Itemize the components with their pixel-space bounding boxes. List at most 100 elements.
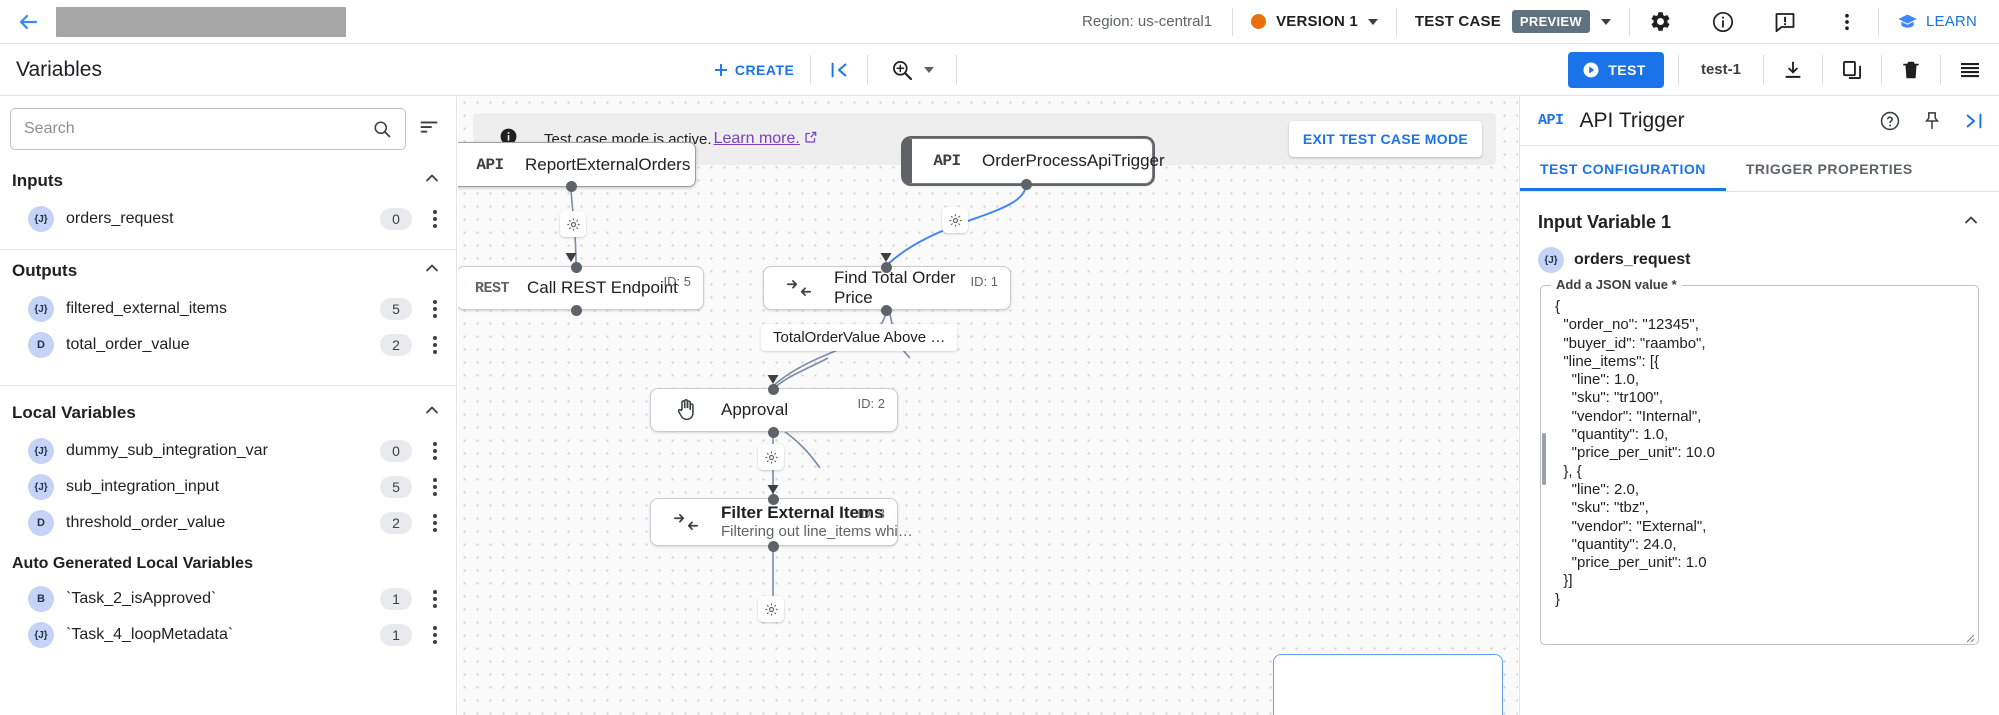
exit-test-case-mode-button[interactable]: EXIT TEST CASE MODE (1288, 121, 1482, 157)
row-menu-icon[interactable] (424, 208, 446, 230)
region-label: Region: us-central1 (1082, 13, 1213, 30)
node-output-port[interactable] (1021, 179, 1032, 190)
more-vert-icon[interactable] (1816, 0, 1878, 44)
variable-count: 5 (380, 298, 412, 320)
copy-icon[interactable] (1823, 44, 1881, 96)
section-header-inputs[interactable]: Inputs (0, 160, 456, 201)
node-output-port[interactable] (566, 181, 577, 192)
scrollbar-thumb[interactable] (1542, 433, 1546, 485)
list-icon[interactable] (1941, 44, 1999, 96)
node-input-port[interactable] (571, 262, 582, 273)
node-placeholder-selected[interactable] (1273, 654, 1503, 715)
edge-gear-icon[interactable] (758, 444, 784, 470)
row-menu-icon[interactable] (424, 512, 446, 534)
collapse-right-icon[interactable] (1963, 110, 1985, 132)
node-output-port[interactable] (768, 541, 779, 552)
gear-icon[interactable] (1630, 0, 1692, 44)
input-variable-row: {J} orders_request (1520, 243, 1999, 275)
download-icon[interactable] (1764, 44, 1822, 96)
edge-gear-icon[interactable] (758, 596, 784, 622)
create-variable-button[interactable]: CREATE (713, 62, 811, 78)
info-icon[interactable] (1692, 0, 1754, 44)
delete-icon[interactable] (1882, 44, 1940, 96)
sort-filter-icon[interactable] (416, 114, 442, 145)
pin-icon[interactable] (1921, 110, 1943, 132)
test-button[interactable]: TEST (1568, 51, 1664, 88)
node-input-port[interactable] (768, 384, 779, 395)
collapse-panel-icon[interactable] (811, 44, 867, 96)
chevron-down-icon (1367, 18, 1378, 25)
node-filter-external-items[interactable]: Filter External Items Filtering out line… (650, 498, 913, 546)
node-output-port[interactable] (881, 305, 892, 316)
variable-name: total_order_value (66, 336, 190, 353)
chevron-up-icon (1961, 210, 1981, 235)
node-report-external-orders[interactable]: API ReportExternalOrders (458, 142, 696, 187)
test-case-name[interactable]: test-1 (1700, 61, 1741, 78)
divider (0, 249, 456, 250)
row-menu-icon[interactable] (424, 440, 446, 462)
external-link-icon[interactable] (804, 130, 818, 149)
node-output-port[interactable] (571, 305, 582, 316)
zoom-control[interactable] (868, 58, 956, 82)
edge-gear-icon[interactable] (560, 211, 586, 237)
row-menu-icon[interactable] (424, 588, 446, 610)
search-box[interactable] (10, 108, 406, 150)
edge-condition-label[interactable]: TotalOrderValue Above … (761, 324, 958, 351)
list-item[interactable]: {J} dummy_sub_integration_var 0 (0, 433, 456, 469)
edge-gear-icon[interactable] (942, 207, 968, 233)
node-order-process-api-trigger[interactable]: API OrderProcessApiTrigger (903, 138, 1165, 184)
test-case-label: TEST CASE (1414, 13, 1501, 30)
chevron-down-icon (1600, 18, 1611, 25)
version-selector[interactable]: VERSION 1 (1233, 13, 1396, 30)
feedback-icon[interactable] (1754, 0, 1816, 44)
list-item[interactable]: D total_order_value 2 (0, 327, 456, 363)
top-bar-right-group: Region: us-central1 VERSION 1 TEST CASE … (1062, 0, 1999, 44)
variable-name: threshold_order_value (66, 514, 226, 531)
resize-grip-icon[interactable] (1963, 630, 1975, 643)
section-title: Inputs (12, 170, 63, 190)
row-menu-icon[interactable] (424, 298, 446, 320)
json-value-input[interactable]: { "order_no": "12345", "buyer_id": "raam… (1540, 285, 1979, 645)
section-header-local-variables[interactable]: Local Variables (0, 386, 456, 433)
test-case-selector[interactable]: TEST CASE PREVIEW (1397, 10, 1629, 33)
node-input-port[interactable] (768, 494, 779, 505)
list-item[interactable]: {J} `Task_4_loopMetadata` 1 (0, 617, 456, 653)
tab-trigger-properties[interactable]: TRIGGER PROPERTIES (1745, 160, 1913, 177)
learn-button[interactable]: LEARN (1879, 11, 1999, 32)
node-call-rest-endpoint[interactable]: REST Call REST Endpoint ID: 5 (458, 266, 704, 310)
search-input[interactable] (24, 120, 372, 138)
tab-test-configuration[interactable]: TEST CONFIGURATION (1520, 146, 1726, 191)
list-item[interactable]: B `Task_2_isApproved` 1 (0, 581, 456, 617)
graduation-cap-icon (1898, 14, 1917, 28)
variable-name: `Task_4_loopMetadata` (66, 626, 234, 643)
list-item[interactable]: {J} filtered_external_items 5 (0, 291, 456, 327)
back-arrow-icon[interactable] (0, 10, 56, 34)
data-mapping-icon (651, 512, 721, 532)
section-header-outputs[interactable]: Outputs (0, 250, 456, 291)
node-tag: REST (474, 279, 510, 297)
list-item[interactable]: {J} orders_request 0 (0, 201, 456, 237)
row-menu-icon[interactable] (424, 476, 446, 498)
divider (1232, 7, 1234, 36)
divider (1395, 7, 1397, 36)
info-filled-icon (499, 127, 518, 151)
divider (1939, 54, 1941, 85)
divider (810, 54, 812, 85)
play-circle-icon (1583, 62, 1599, 77)
learn-more-link[interactable]: Learn more. (713, 130, 800, 147)
variable-type-icon: D (28, 332, 54, 358)
row-menu-icon[interactable] (424, 334, 446, 356)
help-icon[interactable] (1879, 110, 1901, 132)
flow-canvas[interactable]: Test case mode is active. Learn more. EX… (458, 96, 1518, 715)
node-input-port[interactable] (881, 262, 892, 273)
list-item[interactable]: {J} sub_integration_input 5 (0, 469, 456, 505)
list-item[interactable]: D threshold_order_value 2 (0, 505, 456, 541)
row-menu-icon[interactable] (424, 624, 446, 646)
variables-panel: Inputs {J} orders_request 0 Outputs {J} … (0, 96, 457, 715)
zoom-in-icon (893, 60, 913, 80)
node-output-port[interactable] (768, 427, 779, 438)
sub-bar: Variables CREATE (0, 44, 1999, 96)
node-approval[interactable]: Approval ID: 2 (650, 388, 898, 432)
top-bar: Region: us-central1 VERSION 1 TEST CASE … (0, 0, 1999, 44)
section-header-input-variable-1[interactable]: Input Variable 1 (1520, 192, 1999, 243)
